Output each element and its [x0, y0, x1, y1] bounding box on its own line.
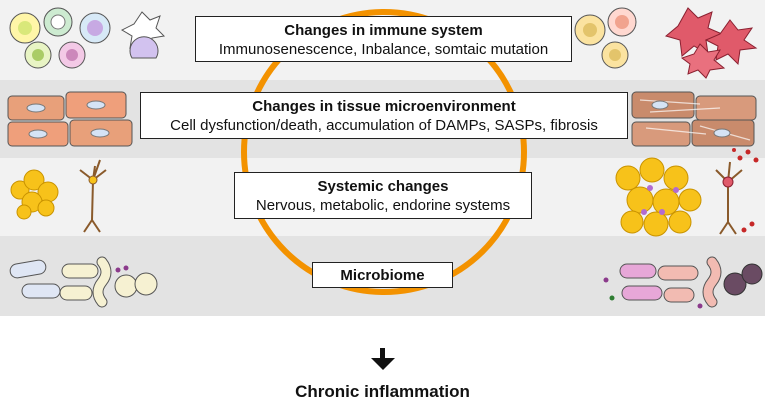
fibrotic-tissue-icon [631, 91, 759, 163]
microbiome-title: Microbiome [340, 267, 425, 284]
healthy-tissue-cells-icon [7, 91, 133, 147]
tissue-microenvironment-title: Changes in tissue microenvironment [252, 98, 516, 115]
healthy-microbiome-icon [9, 256, 158, 308]
systemic-changes-subtitle: Nervous, metabolic, endorine systems [255, 197, 511, 214]
immune-system-title: Changes in immune system [284, 22, 483, 39]
systemic-changes-title: Systemic changes [317, 178, 449, 195]
down-arrow-icon [371, 348, 395, 370]
adipose-and-neuron-icon [10, 159, 107, 233]
dysbiotic-microbiome-icon [603, 256, 763, 309]
systemic-changes-box: Systemic changes Nervous, metabolic, end… [234, 172, 532, 219]
chronic-inflammation-label: Chronic inflammation [295, 382, 470, 401]
inflamed-adipose-and-neuron-icon [615, 157, 755, 237]
aging-ring [241, 9, 527, 295]
young-immune-cells-icon [9, 7, 166, 69]
immune-system-box: Changes in immune system Immunosenescenc… [195, 16, 572, 62]
tissue-microenvironment-box: Changes in tissue microenvironment Cell … [140, 92, 628, 139]
immune-system-subtitle: Immunosenescence, Inbalance, somtaic mut… [218, 41, 549, 58]
tissue-microenvironment-subtitle: Cell dysfunction/death, accumulation of … [170, 117, 598, 134]
aged-immune-cells-icon [574, 7, 758, 79]
microbiome-box: Microbiome [312, 262, 453, 288]
